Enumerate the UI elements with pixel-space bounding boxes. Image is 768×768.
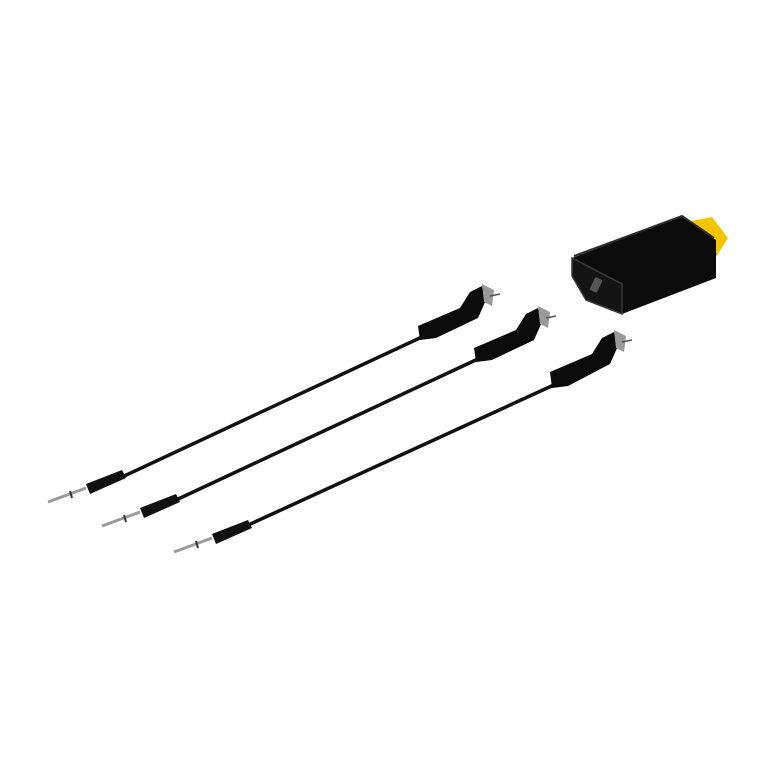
cable-1-jack-pin — [47, 486, 87, 504]
cable-3-wire — [244, 382, 558, 528]
cable-1-prong — [482, 284, 494, 306]
cable-1 — [47, 284, 501, 504]
cable-2-jack-sleeve — [140, 494, 180, 518]
cable-3-jack-pin — [173, 536, 213, 554]
cable-2-jack-pin — [101, 510, 141, 528]
cable-1-jack-sleeve — [86, 470, 126, 494]
cable-1-prong-line — [489, 293, 501, 297]
cable-2 — [101, 306, 557, 528]
cable-3-jack-ring — [195, 540, 199, 549]
adapter-block — [571, 214, 728, 316]
cable-2-jack-ring — [123, 514, 127, 523]
cable-3 — [173, 330, 633, 554]
cable-3-jack-sleeve — [212, 520, 252, 544]
cable-2-prong — [538, 306, 550, 328]
cable-2-prong-line — [545, 315, 557, 319]
cable-1-wire — [120, 334, 426, 479]
cable-3-head — [550, 332, 618, 388]
cable-3-prong — [614, 330, 626, 352]
cable-2-wire — [174, 356, 482, 502]
cable-3-prong-line — [621, 339, 633, 343]
cable-2-head — [474, 308, 542, 362]
adapter-port — [589, 277, 603, 293]
adapter-top-edge — [573, 214, 715, 257]
cable-1-jack-ring — [69, 490, 73, 499]
cable-1-head — [418, 286, 486, 340]
